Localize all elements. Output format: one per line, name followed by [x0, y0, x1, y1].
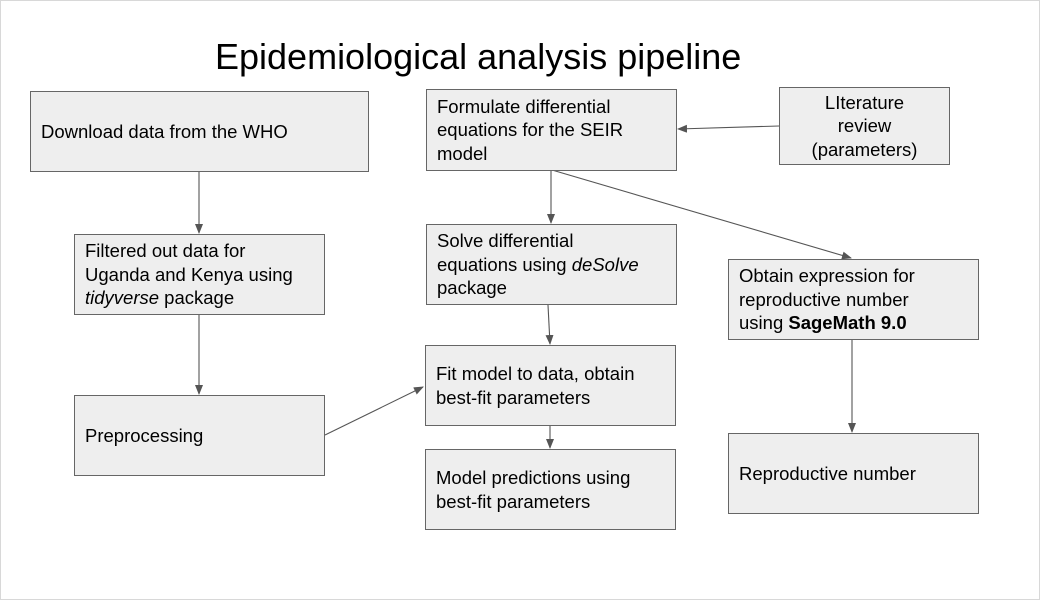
box-preprocessing-line1: Preprocessing: [85, 424, 204, 446]
box-literature-review: LIterature review (parameters): [779, 87, 950, 165]
box-formulate-line2: equations for the SEIR: [437, 119, 624, 141]
box-filter-data-line2: Uganda and Kenya using: [85, 263, 293, 285]
box-fit-line2: best-fit parameters: [436, 386, 591, 408]
box-reproductive-line1: Reproductive number: [739, 462, 916, 484]
tidyverse-label: tidyverse: [85, 287, 160, 309]
box-download-data-line1: Download data from the WHO: [41, 120, 288, 142]
box-obtain-line3: using SageMath 9.0: [739, 311, 968, 335]
box-obtain-line3-prefix: using: [739, 312, 789, 334]
box-obtain-line1: Obtain expression for: [739, 265, 915, 287]
box-download-data: Download data from the WHO: [30, 91, 369, 172]
sagemath-label: SageMath 9.0: [788, 312, 907, 334]
box-obtain-expression: Obtain expression for reproductive numbe…: [728, 259, 979, 340]
box-filter-data-line3: tidyverse package: [85, 286, 314, 310]
box-formulate-line1: Formulate differential: [437, 95, 611, 117]
box-filter-data: Filtered out data for Uganda and Kenya u…: [74, 234, 325, 315]
box-literature-line3: (parameters): [811, 138, 918, 160]
arrow-formulate-to-obtain: [551, 169, 852, 260]
box-literature-line1: LIterature: [824, 91, 905, 113]
box-filter-data-line3-rest: package: [159, 287, 235, 309]
box-solve-equations: Solve differential equations using deSol…: [426, 224, 677, 305]
box-solve-line2-prefix: equations using: [437, 253, 572, 275]
arrow-preprocessing-to-fit: [324, 386, 424, 436]
arrow-literature-to-formulate: [677, 124, 780, 133]
box-literature-line2: review: [837, 115, 892, 137]
diagram-title: Epidemiological analysis pipeline: [215, 36, 742, 77]
box-model-predictions: Model predictions using best-fit paramet…: [425, 449, 676, 530]
box-obtain-line2: reproductive number: [739, 288, 909, 310]
box-formulate-line3: model: [437, 142, 488, 164]
box-filter-data-line1: Filtered out data for: [85, 240, 246, 262]
box-solve-line2: equations using deSolve: [437, 253, 666, 277]
box-reproductive-number: Reproductive number: [728, 433, 979, 514]
box-fit-line1: Fit model to data, obtain: [436, 363, 635, 384]
box-preprocessing: Preprocessing: [74, 395, 325, 476]
box-predictions-line1: Model predictions using: [436, 467, 631, 488]
box-predictions-line2: best-fit parameters: [436, 490, 591, 512]
box-solve-line1: Solve differential: [437, 230, 574, 252]
box-formulate-equations: Formulate differential equations for the…: [426, 89, 677, 171]
arrow-solve-to-fit: [545, 304, 554, 345]
desolve-label: deSolve: [571, 253, 639, 275]
box-fit-model: Fit model to data, obtain best-fit param…: [425, 345, 676, 426]
box-solve-line3: package: [437, 277, 507, 299]
